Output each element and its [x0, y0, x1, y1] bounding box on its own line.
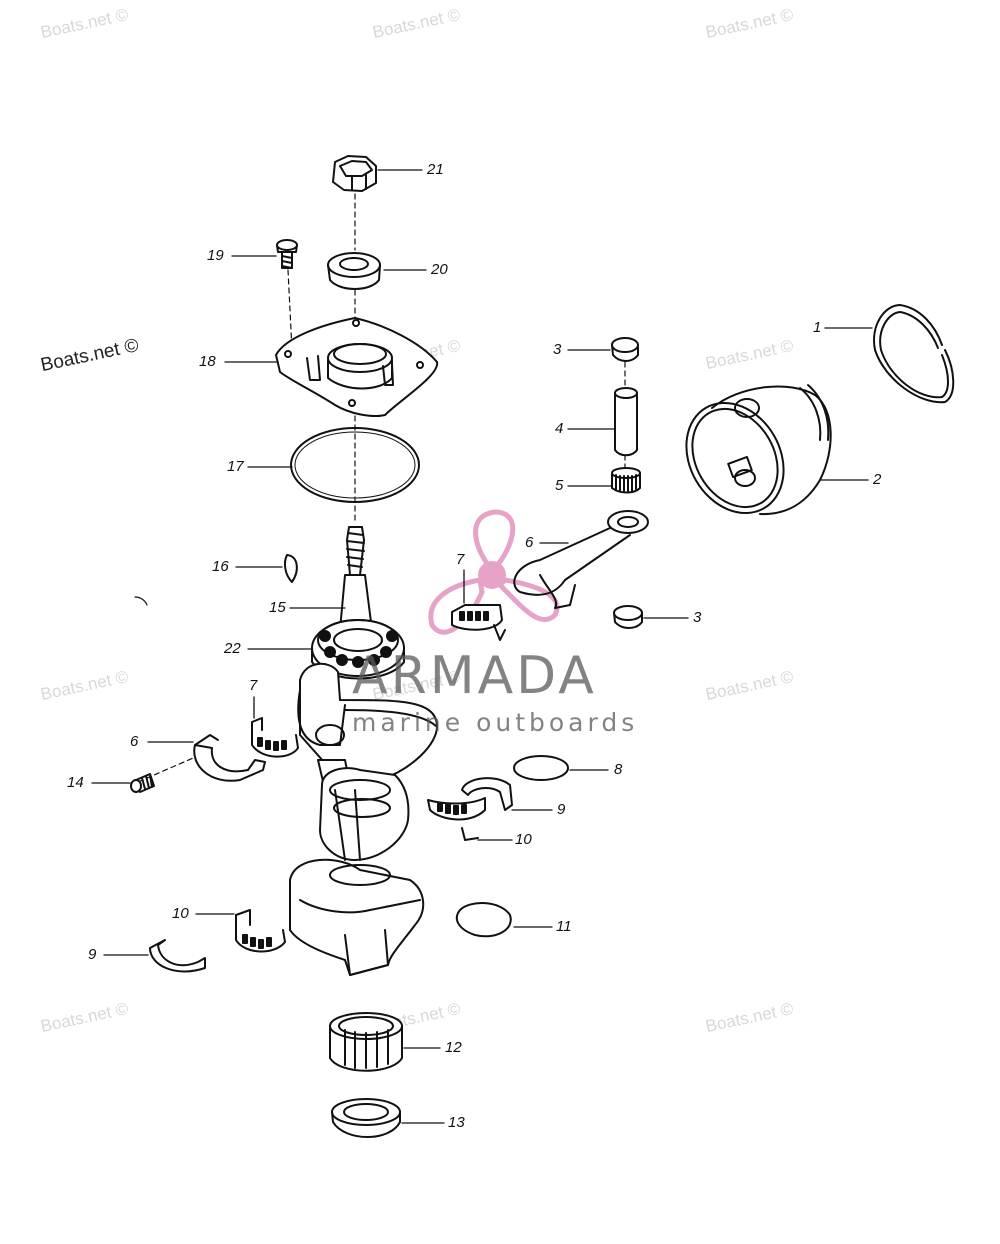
callout-21: 21 [427, 161, 444, 178]
callout-17: 17 [227, 458, 244, 475]
thrust-washer-13 [331, 1098, 401, 1138]
callout-11: 11 [556, 918, 572, 935]
callout-18: 18 [199, 353, 216, 370]
woodruff-key-16 [283, 554, 298, 583]
needle-bearing-7-left [251, 717, 299, 758]
ball-bearing-22 [311, 619, 405, 680]
callout-4: 4 [555, 420, 564, 437]
callout-6-right: 6 [525, 534, 534, 551]
oil-seal-20 [327, 252, 381, 290]
upper-bearing-housing-18 [275, 317, 439, 417]
piston-2 [685, 384, 832, 516]
callout-6-left: 6 [130, 733, 139, 750]
bearing-cage-10-right [427, 797, 486, 841]
connecting-rod-6 [513, 510, 649, 609]
callout-1: 1 [813, 319, 822, 336]
callout-9-left: 9 [88, 946, 97, 963]
crankshaft-15 [289, 526, 439, 976]
callout-12: 12 [445, 1039, 462, 1056]
callout-2: 2 [873, 471, 882, 488]
bolt-14 [130, 773, 155, 793]
callout-13: 13 [448, 1114, 465, 1131]
needle-bearing-7-right [451, 604, 506, 641]
bearing-race-9-right [461, 777, 513, 811]
callout-5: 5 [555, 477, 564, 494]
bearing-cage-10-left [235, 909, 286, 953]
needle-bearing-5 [611, 467, 641, 494]
callout-9-right: 9 [557, 801, 566, 818]
callout-3-lower: 3 [693, 609, 702, 626]
callout-3-upper: 3 [553, 341, 562, 358]
bearing-race-9-left [149, 939, 206, 973]
callout-16: 16 [212, 558, 229, 575]
callout-leader-lines [91, 169, 873, 1124]
callout-22: 22 [224, 640, 241, 657]
piston-ring-1 [873, 304, 955, 404]
callout-10-left: 10 [172, 905, 189, 922]
rod-cap-6-left [193, 744, 266, 782]
callout-10-right: 10 [515, 831, 532, 848]
callout-7-left: 7 [249, 677, 258, 694]
snap-ring-11 [455, 902, 512, 938]
callout-14: 14 [67, 774, 84, 791]
retaining-ring-8 [513, 755, 569, 781]
callout-8: 8 [614, 761, 623, 778]
callout-7-right: 7 [456, 551, 465, 568]
brand-name: ARMADA [352, 646, 597, 706]
thrust-washer-3-upper [611, 337, 639, 362]
thrust-washer-3-lower [613, 605, 643, 629]
callout-20: 20 [431, 261, 448, 278]
callout-15: 15 [269, 599, 286, 616]
wrist-pin-4 [614, 387, 638, 457]
brand-tagline: marine outboards [352, 708, 639, 737]
callout-19: 19 [207, 247, 224, 264]
screw-19 [276, 239, 298, 269]
hex-nut-21 [332, 155, 377, 192]
roller-bearing-12 [329, 1012, 403, 1072]
o-ring-17 [290, 427, 420, 503]
